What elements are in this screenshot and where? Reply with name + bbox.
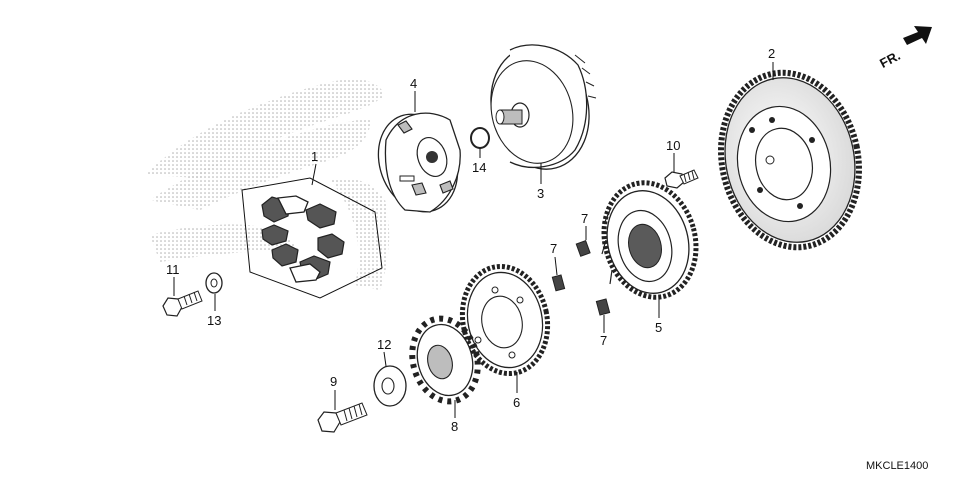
part-4-clutch-inner <box>377 112 461 213</box>
leader-lines <box>173 62 774 418</box>
callout-11: 11 <box>166 262 180 277</box>
callout-2: 2 <box>768 46 775 61</box>
engine-case-silhouette <box>145 79 390 290</box>
part-1-rubber-set <box>241 177 383 299</box>
callout-7-a: 7 <box>581 211 588 226</box>
part-3-clutch-outer <box>490 44 597 170</box>
callout-4: 4 <box>410 76 417 91</box>
callout-7-c: 7 <box>600 333 607 348</box>
part-2-primary-driven-gear <box>718 69 862 251</box>
callout-labels: 1 2 3 4 5 6 7 7 7 8 9 10 11 12 13 14 <box>166 46 775 434</box>
diagram-code: MKCLE1400 <box>866 460 928 472</box>
front-direction-indicator: FR. <box>877 26 932 71</box>
callout-7-b: 7 <box>550 241 557 256</box>
front-label: FR. <box>877 48 903 71</box>
callout-6: 6 <box>513 395 520 410</box>
callout-5: 5 <box>655 320 662 335</box>
part-8-driving-sprocket <box>409 315 481 405</box>
callout-12: 12 <box>377 337 391 352</box>
part-7-spring-pin-b <box>551 274 566 292</box>
part-6-sprocket <box>459 263 551 377</box>
part-14-o-ring <box>470 127 490 149</box>
part-10-flange-bolt <box>664 169 699 189</box>
part-13-washer <box>205 272 223 294</box>
callout-1: 1 <box>311 149 318 164</box>
front-arrow-icon <box>903 26 932 45</box>
callout-10: 10 <box>666 138 680 153</box>
part-11-flange-bolt <box>162 290 203 317</box>
callout-3: 3 <box>537 186 544 201</box>
part-12-washer <box>373 365 407 407</box>
callout-13: 13 <box>207 313 221 328</box>
part-9-flange-bolt <box>317 402 368 433</box>
callout-9: 9 <box>330 374 337 389</box>
part-7-spring-pin-a <box>575 240 591 257</box>
callout-8: 8 <box>451 419 458 434</box>
part-7-spring-pin-c <box>595 298 611 316</box>
callout-14: 14 <box>472 160 486 175</box>
part-5-drive-gear <box>601 180 699 300</box>
